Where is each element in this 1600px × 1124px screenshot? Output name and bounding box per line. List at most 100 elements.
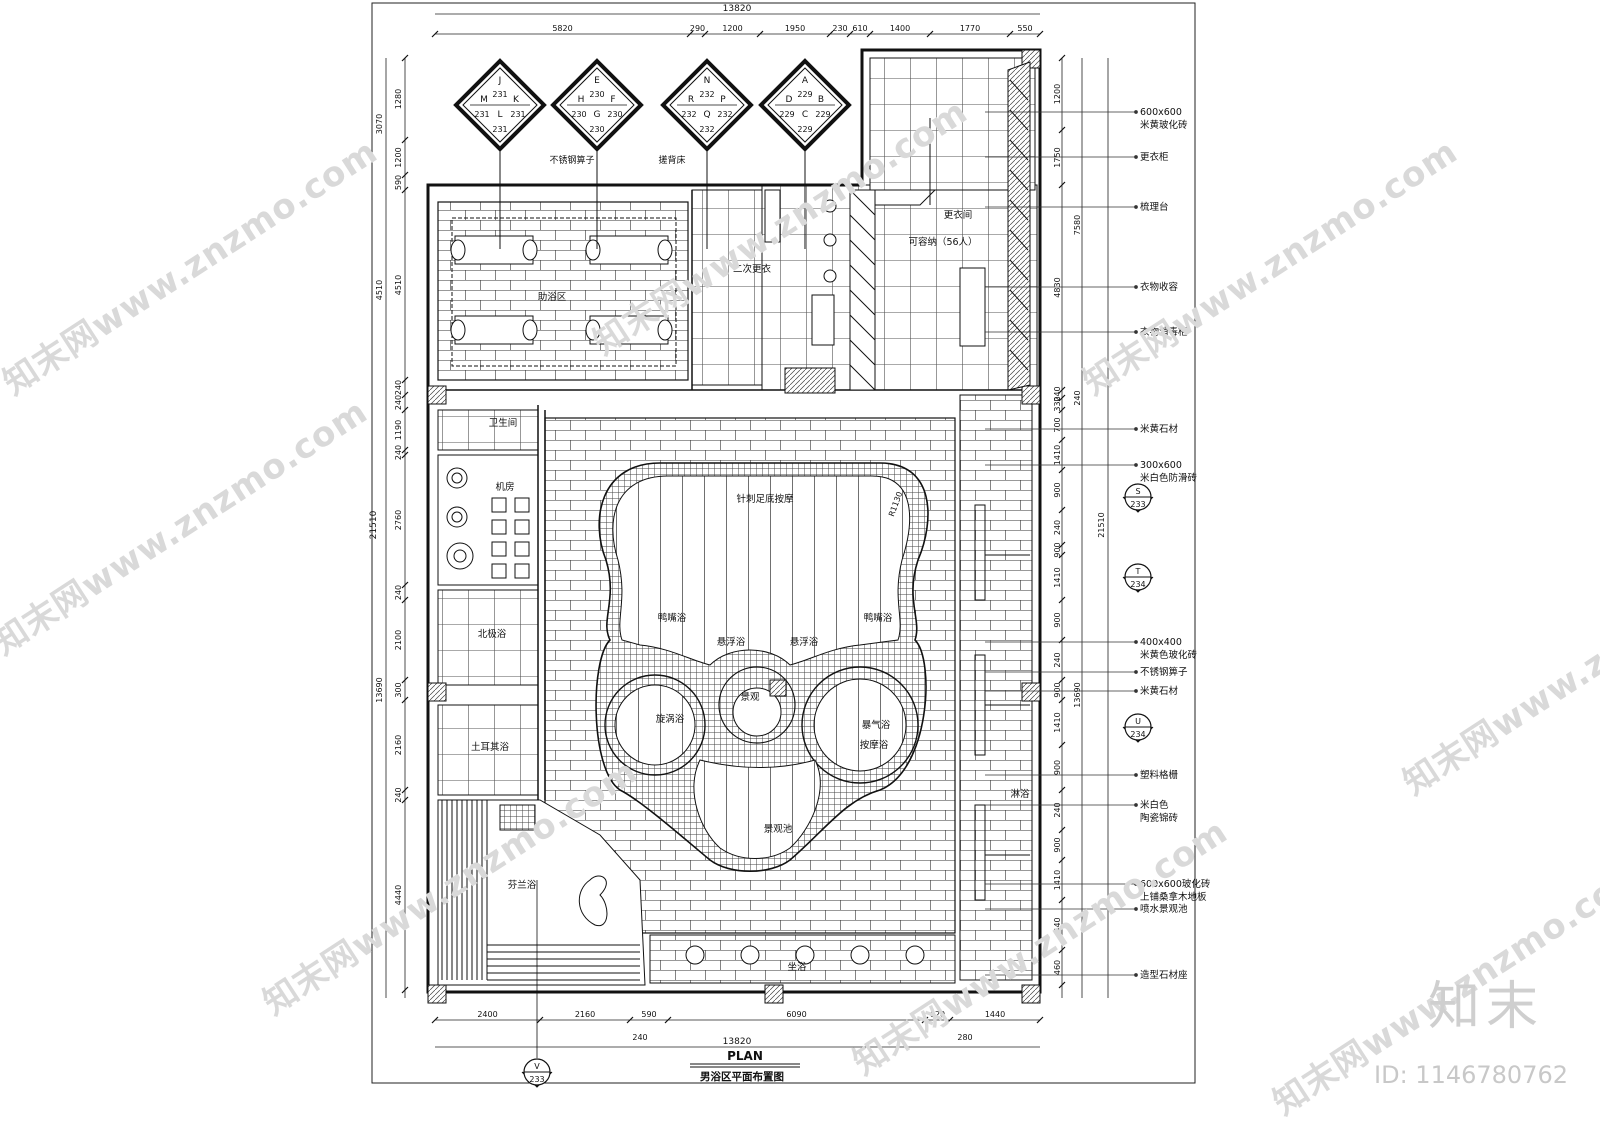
room-label-turkish-bath: 土耳其浴	[471, 741, 510, 753]
marker-number-left: 230	[571, 110, 586, 119]
legend-label-8: 不锈钢箅子	[1140, 666, 1188, 678]
plan-title: PLAN	[727, 1049, 763, 1063]
room-label-duck-bath-right: 鸭嘴浴	[864, 612, 893, 624]
dim-top-8: 550	[1017, 24, 1032, 33]
marker-number-right: 231	[510, 110, 525, 119]
legend-label-4: 衣物消毒柜	[1140, 326, 1188, 338]
legend-label-12-line-1: 上铺桑拿木地板	[1140, 891, 1207, 903]
sitting-bath-seats	[685, 945, 925, 965]
machine-equipment	[446, 467, 530, 579]
finnish-benches	[441, 800, 640, 981]
marker-number-left: 231	[474, 110, 489, 119]
marker-letter-bottom: L	[497, 110, 502, 120]
sheet-border	[371, 2, 1196, 1084]
section-marker-v: V 233	[521, 1058, 553, 1088]
dim-left-inner-3: 4510	[394, 275, 403, 295]
room-label-capacity: 可容纳（56人）	[908, 236, 977, 248]
dim-right-inner-6: 1410	[1053, 445, 1062, 465]
section-marker-u: U 234	[1122, 713, 1154, 743]
room-label-arctic-bath: 北极浴	[478, 628, 507, 640]
landscape-core	[732, 687, 782, 737]
dim-left-inner-14: 4440	[394, 885, 403, 905]
marker-letter-left: R	[688, 95, 694, 105]
room-label-sitting-bath: 坐浴	[787, 962, 807, 973]
room-label-finnish-bath: 芬兰浴	[508, 879, 537, 891]
dim-left-inner-8: 2760	[394, 510, 403, 530]
dim-right-inner-8: 240	[1053, 520, 1062, 535]
marker-letter-right: P	[720, 95, 726, 105]
assist-bath-floor	[437, 201, 689, 381]
dim-right-inner-0: 1200	[1053, 84, 1062, 104]
dim-top-1: 290	[690, 24, 705, 33]
room-label-bubble-bath: 暴气浴	[862, 719, 891, 731]
dim-right-outer-0: 7580	[1073, 215, 1082, 235]
arctic-bath-floor	[437, 589, 539, 686]
section-letter: U	[1135, 717, 1141, 726]
dim-bottom-4: 620	[930, 1010, 945, 1019]
marker-letter-bottom: C	[802, 110, 808, 120]
second-change-floor	[691, 189, 763, 386]
marker-number-top: 231	[492, 90, 507, 99]
dim-left-inner-10: 2100	[394, 630, 403, 650]
dim-right-inner-20: 460	[1053, 960, 1062, 975]
legend-label-5: 米黄石材	[1140, 423, 1179, 435]
section-number: 233	[529, 1075, 544, 1084]
dim-right-inner-3: 240	[1053, 386, 1062, 401]
room-label-landscape: 景观	[740, 692, 760, 703]
room-label-whirlpool: 旋涡浴	[656, 713, 685, 725]
dim-top-7: 1770	[960, 24, 980, 33]
dim-left-outer-0: 3070	[375, 114, 384, 134]
dim-right-inner-19: 440	[1053, 917, 1062, 932]
marker-number-top: 229	[797, 90, 812, 99]
marker-letter-top: J	[498, 76, 502, 86]
section-number: 233	[1130, 500, 1145, 509]
label-back-rub-bed: 搓背床	[658, 154, 685, 166]
landscape-stone	[769, 679, 787, 697]
marker-number-top: 230	[589, 90, 604, 99]
dim-left-inner-1: 1200	[394, 147, 403, 167]
dim-bottom-2: 590	[641, 1010, 656, 1019]
dim-right-inner-4: 330	[1053, 396, 1062, 411]
changing-fixtures	[764, 61, 1031, 394]
dim-right-outer-2: 13690	[1073, 682, 1082, 707]
room-label-duck-bath-left: 鸭嘴浴	[658, 612, 687, 624]
dim-right-inner-15: 900	[1053, 760, 1062, 775]
marker-letter-top: E	[594, 76, 600, 86]
overall-width-top: 13820	[723, 4, 752, 14]
dim-bottom-0: 2400	[477, 1010, 497, 1019]
room-label-float-bath-left: 悬浮浴	[717, 636, 746, 648]
bubble-inner	[813, 678, 907, 772]
section-letter: V	[534, 1062, 540, 1071]
landscape-pool-floor	[693, 759, 821, 859]
legend-label-1: 更衣柜	[1140, 151, 1169, 163]
dim-left-outer-1: 4510	[375, 280, 384, 300]
dim-left-inner-12: 2160	[394, 735, 403, 755]
legend-label-6-line-1: 米白色防滑砖	[1140, 472, 1198, 484]
legend-leaders	[985, 110, 1138, 977]
dim-left-inner-7: 240	[394, 445, 403, 460]
marker-number-right: 232	[717, 110, 732, 119]
wall-line-2	[438, 190, 1032, 800]
dimension-ticks	[401, 30, 1066, 1024]
turkish-bath-floor	[437, 704, 539, 796]
marker-number-bottom: 230	[589, 125, 604, 134]
section-number: 234	[1130, 730, 1145, 739]
brand-watermark: 知末	[1427, 977, 1544, 1037]
marker-letter-bottom: G	[594, 110, 601, 120]
dim-top-6: 1400	[890, 24, 910, 33]
dim-right-inner-18: 1410	[1053, 870, 1062, 890]
dimension-lines	[385, 13, 1109, 1048]
dim-left-inner-4: 240	[394, 380, 403, 395]
legend-label-7-line-0: 400x400	[1140, 637, 1182, 648]
legend-label-11-line-0: 米白色	[1140, 799, 1169, 811]
marker-letter-right: B	[818, 95, 824, 105]
legend-label-10: 塑料格栅	[1140, 769, 1179, 781]
dim-right-inner-11: 900	[1053, 612, 1062, 627]
shower-floor	[959, 394, 1033, 981]
dim-left-inner-11: 300	[394, 682, 403, 697]
image-id: ID: 1146780762	[1374, 1061, 1568, 1089]
dim-bottom-sub-1: 280	[957, 1033, 972, 1042]
